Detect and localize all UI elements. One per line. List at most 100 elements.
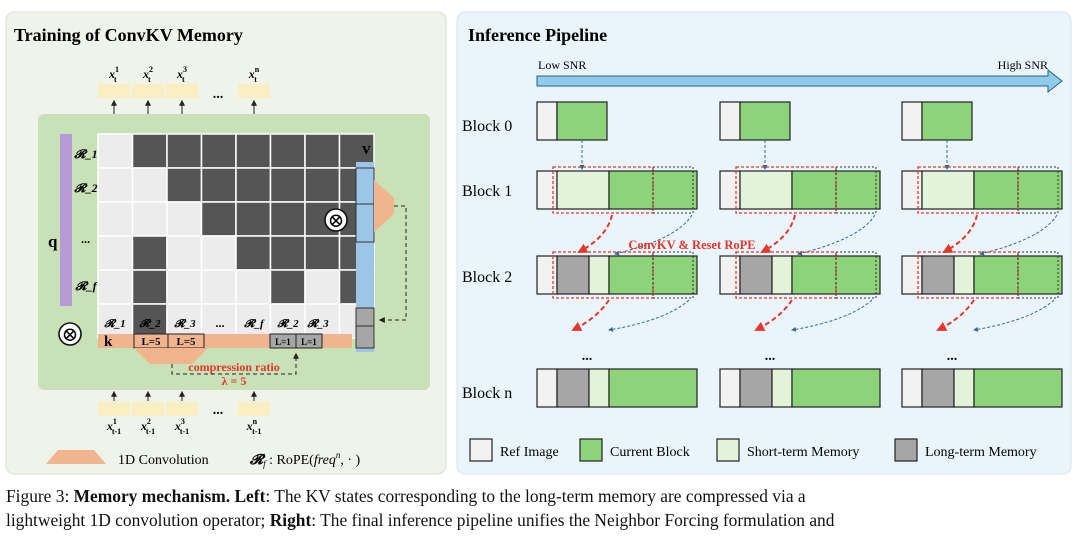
memory-arrow-red: [936, 299, 975, 331]
attention-cell-masked: [131, 269, 168, 305]
legend-swatch: [894, 438, 918, 462]
input-ellipsis: ...: [213, 403, 224, 418]
convkv-annotation: ConvKV & Reset RoPE: [628, 238, 755, 252]
ref-image-cell: [536, 170, 558, 210]
caption-line-1: Figure 3: Memory mechanism. Left: The KV…: [6, 486, 806, 506]
attention-cell-visible: [166, 303, 203, 339]
rope-legend: 𝓡f : RoPE(freqn, · ): [249, 450, 361, 469]
key-label: k: [104, 334, 113, 350]
input-token: [238, 402, 270, 416]
current-block-cell: [921, 101, 973, 141]
attention-matrix: [97, 133, 375, 339]
snr-arrow: [536, 68, 1063, 94]
short-term-memory-cell: [556, 170, 610, 210]
multiply-icon: ⊗: [324, 208, 348, 232]
input-token: [98, 402, 130, 416]
attention-cell-masked: [304, 235, 341, 271]
block-label: Block 2: [462, 269, 512, 286]
memory-arrow-red: [571, 299, 610, 331]
multiply-symbol: ⊗: [62, 324, 79, 346]
window-outline-black: [835, 251, 877, 299]
legend-label: Short-term Memory: [747, 445, 859, 460]
output-ellipsis: ...: [213, 87, 224, 102]
key-convolution-arrow: [171, 352, 299, 375]
short-term-memory-cell: [771, 368, 793, 408]
legend-label: Ref Image: [500, 445, 559, 460]
current-block-cell: [556, 101, 608, 141]
value-bar-segment: [355, 203, 375, 243]
lambda-label: λ = 5: [222, 374, 247, 388]
key-segment-label: L=5: [141, 336, 161, 348]
attention-cell-masked: [269, 201, 306, 237]
window-outline-black: [835, 166, 877, 214]
key-segment: [295, 333, 323, 349]
ref-image-cell: [901, 368, 923, 408]
flow-arrow: [797, 214, 876, 256]
attention-cell-masked: [235, 201, 272, 237]
right-panel: Inference Pipeline Low SNR High SNR Bloc…: [456, 11, 1072, 475]
window-outline-black: [1017, 166, 1059, 214]
ref-image-cell: [719, 255, 741, 295]
block-ellipsis: ...: [765, 349, 776, 364]
attention-cell-visible: [97, 235, 134, 271]
snr-low-label: Low SNR: [538, 58, 586, 72]
attention-cell-visible: [97, 167, 134, 203]
short-term-memory-cell: [739, 170, 793, 210]
row-label: 𝓡_f: [74, 279, 97, 293]
attention-cell-masked: [235, 235, 272, 271]
attention-cell-visible: [131, 167, 168, 203]
ref-image-cell: [719, 101, 741, 141]
attention-cell-visible: [97, 201, 134, 237]
attention-cell-visible: [131, 201, 168, 237]
attention-cell-masked: [235, 167, 272, 203]
left-panel-title: Training of ConvKV Memory: [14, 25, 243, 45]
row-labels: 𝓡_1𝓡_2...𝓡_f: [73, 147, 97, 293]
column-label: 𝓡_2: [138, 318, 161, 330]
value-bar-compressed: [355, 307, 375, 327]
key-segment-label: L=1: [275, 337, 291, 347]
memory-arrow-red: [760, 214, 796, 253]
column-ellipsis: ...: [216, 316, 225, 330]
output-token: [166, 84, 198, 98]
short-term-memory-cell: [588, 255, 610, 295]
attention-cell-masked: [304, 167, 341, 203]
key-segment-label: L=5: [176, 336, 196, 348]
attention-cell-visible: [200, 269, 237, 305]
long-term-memory-cell: [739, 255, 773, 295]
flow-arrow: [973, 299, 1055, 332]
attention-cell-masked: [131, 133, 168, 169]
multiply-symbol: ⊗: [328, 210, 345, 232]
attention-cell-masked: [200, 201, 237, 237]
current-block-cell: [791, 368, 881, 408]
ref-image-cell: [719, 170, 741, 210]
memory-arrow-red: [577, 214, 613, 253]
attention-cell-masked: [235, 133, 272, 169]
output-token: [132, 84, 164, 98]
attention-cell-visible: [97, 269, 134, 305]
column-label: 𝓡_3: [306, 318, 329, 330]
short-term-memory-cell: [953, 255, 975, 295]
attention-cell-masked: [131, 235, 168, 271]
current-block-cell: [973, 368, 1063, 408]
attention-cell-visible: [304, 269, 341, 305]
key-convolution-shape: [134, 348, 208, 364]
flow-arrow: [979, 214, 1058, 256]
long-term-memory-cell: [556, 255, 590, 295]
block-ellipsis: ...: [582, 349, 593, 364]
attention-cell-visible: [166, 269, 203, 305]
ref-image-cell: [536, 255, 558, 295]
output-token: [238, 84, 270, 98]
legend-swatch: [579, 438, 603, 462]
input-token: [132, 402, 164, 416]
current-block-cell: [608, 368, 698, 408]
multiply-icon: ⊗: [58, 322, 82, 346]
